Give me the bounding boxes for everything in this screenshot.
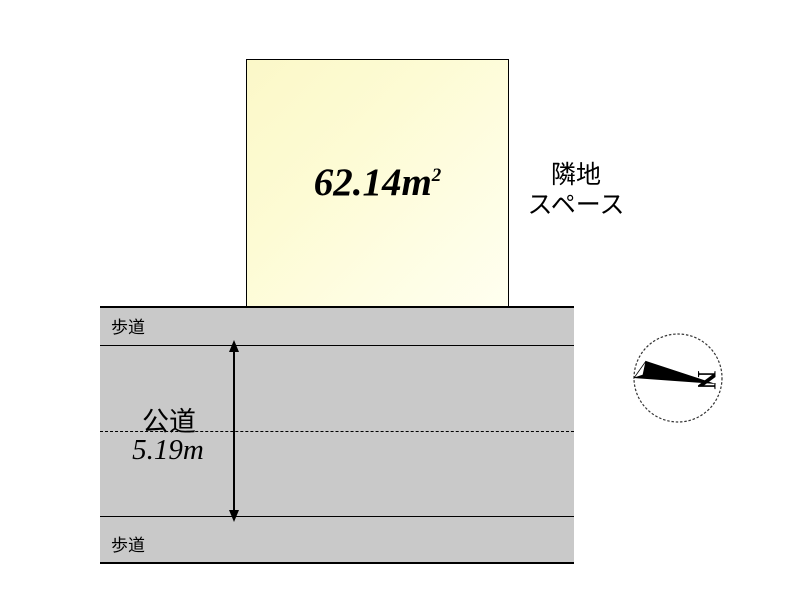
public-road-label: 公道 xyxy=(142,407,196,437)
compass-north-icon: N xyxy=(632,333,723,423)
land-area-label: 62.14m2 xyxy=(246,160,509,205)
land-area-value: 62.14m xyxy=(313,161,432,204)
neighbor-space-line1: 隣地 xyxy=(550,162,601,189)
road-center-dashed-line xyxy=(100,431,574,432)
road-width-label: 5.19m xyxy=(132,434,204,466)
neighbor-space-line2: スペース xyxy=(527,192,625,219)
neighbor-space-label: 隣地 スペース xyxy=(512,161,640,221)
road-top-edge-line xyxy=(100,306,574,308)
compass-north-letter: N xyxy=(692,371,721,390)
sidewalk-top-divider-line xyxy=(100,345,574,346)
land-area-superscript: 2 xyxy=(431,165,442,186)
sidewalk-bottom-divider-line xyxy=(100,516,574,517)
sidewalk-top-label: 歩道 xyxy=(111,318,145,337)
road-width-dimension-arrow xyxy=(229,340,239,522)
sidewalk-bottom-label: 歩道 xyxy=(111,536,145,555)
land-parcel-shape xyxy=(246,59,509,307)
road-area-shape xyxy=(100,307,574,563)
road-bottom-edge-line xyxy=(100,562,574,564)
